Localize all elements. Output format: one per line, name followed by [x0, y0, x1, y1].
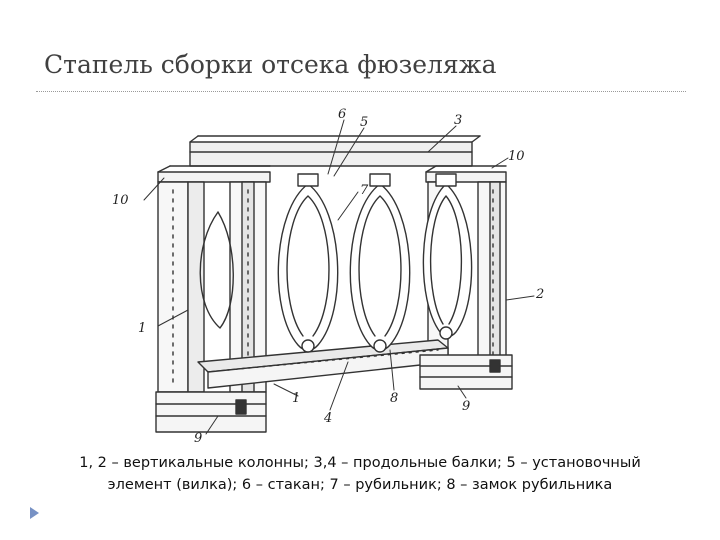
assembly-jig-drawing: 6 5 3 10 10 7 1 2 1 8 4 9 9 [98, 100, 568, 446]
callout-9-right: 9 [462, 399, 470, 414]
forks-and-cups [297, 173, 457, 353]
caption-line-1: 1, 2 – вертикальные колонны; 3,4 – продо… [79, 455, 641, 471]
top-beam [189, 135, 481, 167]
callout-7: 7 [360, 183, 369, 198]
left-top-crossbar [157, 165, 271, 183]
callout-8: 8 [390, 391, 398, 406]
left-base [155, 391, 267, 433]
callout-10-left: 10 [112, 193, 129, 208]
figure-caption: 1, 2 – вертикальные колонны; 3,4 – продо… [28, 452, 692, 496]
callout-10-right: 10 [508, 149, 525, 164]
triangle-bullet-icon [30, 507, 39, 519]
callout-3: 3 [454, 113, 462, 128]
right-base [419, 354, 513, 390]
callout-1-column: 1 [138, 321, 146, 336]
callout-2: 2 [535, 287, 544, 302]
callout-1-beam: 1 [292, 391, 300, 406]
callout-4: 4 [323, 411, 332, 426]
callout-5: 5 [360, 115, 368, 130]
callout-9-left: 9 [194, 431, 202, 445]
assembly-jig-svg: 6 5 3 10 10 7 1 2 1 8 4 9 9 [112, 107, 544, 446]
frame-templates [199, 183, 473, 351]
caption-line-2: элемент (вилка); 6 – стакан; 7 – рубильн… [107, 477, 613, 493]
leader-lines [143, 119, 535, 435]
callout-6: 6 [338, 107, 346, 122]
slide-title: Стапель сборки отсека фюзеляжа [44, 50, 497, 79]
title-divider [36, 91, 686, 92]
